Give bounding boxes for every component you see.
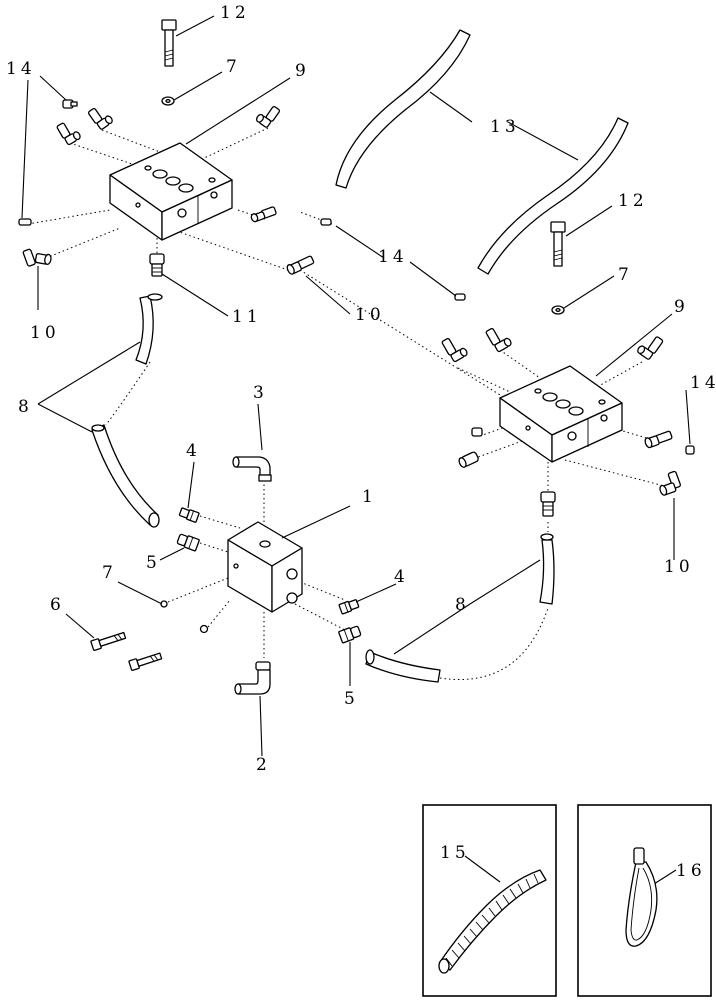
callout-4-right: 4 (394, 567, 409, 587)
callout-9-right: 9 (674, 297, 689, 317)
manifold-block-upper (109, 142, 233, 241)
fittings-center (90, 456, 362, 695)
callout-10-right: 10 (664, 557, 694, 577)
hose-13-pair (335, 29, 629, 275)
valve-block-center (227, 521, 303, 613)
callout-6: 6 (50, 595, 65, 615)
bolt-12-right (550, 221, 566, 267)
cable-tie-icon (625, 847, 658, 947)
leader-lines (21, 15, 691, 757)
callout-11: 11 (232, 307, 262, 327)
callout-7-right: 7 (618, 265, 633, 285)
callout-10-middle: 10 (355, 305, 385, 325)
callout-9-upper: 9 (295, 61, 310, 81)
callout-8-left: 8 (18, 397, 33, 417)
hose-8-left (91, 293, 163, 528)
callout-14-upper: 14 (6, 59, 36, 79)
callout-2: 2 (256, 755, 271, 775)
callout-14-right: 14 (690, 373, 716, 393)
callout-5-right: 5 (344, 689, 359, 709)
callout-14-middle: 14 (378, 247, 408, 267)
callout-1: 1 (362, 487, 377, 507)
fittings-right (441, 221, 695, 517)
callout-7-upper: 7 (226, 57, 241, 77)
inset-box-16: 16 (577, 804, 712, 997)
bolt-12-upper (161, 19, 177, 67)
callout-10-left: 10 (30, 323, 60, 343)
manifold-block-lower-right (499, 365, 623, 463)
callout-13: 13 (490, 117, 520, 137)
callout-16: 16 (676, 861, 706, 881)
callout-12-upper: 12 (220, 3, 250, 23)
callout-5-left: 5 (146, 553, 161, 573)
callout-15: 15 (440, 843, 470, 863)
callout-3: 3 (253, 383, 268, 403)
callout-8-right: 8 (455, 595, 470, 615)
inset-box-15: 15 (422, 804, 557, 997)
fittings-upper-left (18, 19, 332, 277)
callout-labels: 1 2 3 4 4 5 5 6 7 7 7 8 8 9 9 10 10 10 1… (6, 3, 716, 775)
hose-8-right (365, 533, 555, 683)
callout-4-left: 4 (186, 441, 201, 461)
callout-12-right: 12 (618, 191, 648, 211)
callout-7-center: 7 (102, 563, 117, 583)
spiral-wrap-icon (438, 869, 547, 974)
